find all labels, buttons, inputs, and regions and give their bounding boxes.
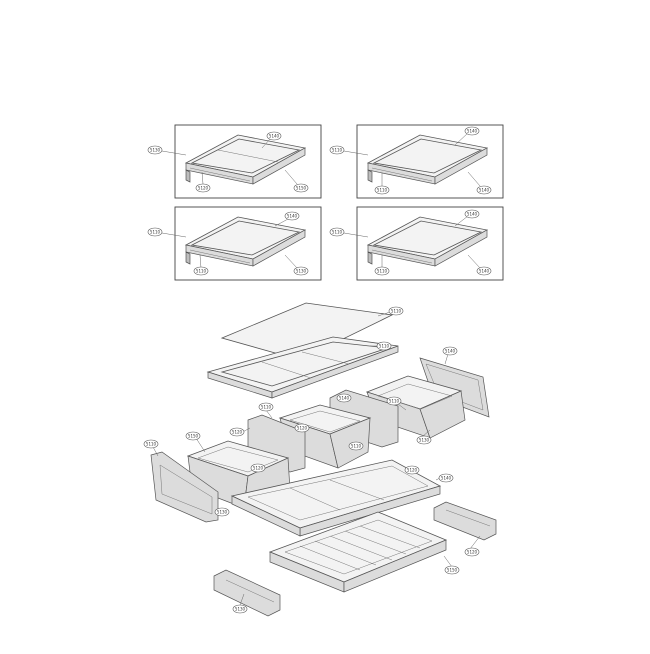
callout-bubble: 5140: [284, 211, 300, 221]
callout-bubble: 5110: [258, 402, 274, 412]
callout-label: 5110: [332, 230, 343, 235]
callout-bubble: 5150: [444, 565, 460, 575]
callout-bubble: 5130: [416, 435, 432, 445]
assembly-box-3: [174, 206, 322, 281]
callout-label: 5150: [296, 186, 307, 191]
callout-label: 5140: [479, 188, 490, 193]
leader-lines: [152, 132, 481, 606]
shelf-frame: [206, 336, 399, 399]
callout-bubble: 5150: [185, 431, 201, 441]
callout-label: 5120: [253, 466, 264, 471]
callout-label: 5110: [150, 230, 161, 235]
glass-panel: [220, 302, 394, 361]
callout-label: 5130: [296, 269, 307, 274]
callout-bubble: 5110: [376, 341, 392, 351]
callout-bubble: 5120: [229, 427, 245, 437]
shelf-assembly-1: [184, 134, 307, 185]
callout-label: 5140: [467, 212, 478, 217]
callout-bubble: 5110: [386, 396, 402, 406]
bottom-tray: [268, 511, 448, 593]
shelf-assembly-2: [366, 134, 489, 185]
callout-label: 5110: [332, 148, 343, 153]
callout-label: 5120: [232, 430, 243, 435]
callout-label: 5150: [447, 568, 458, 573]
callout-bubble: 5140: [476, 185, 492, 195]
shelf-assembly-4: [366, 216, 489, 267]
callout-bubble: 5120: [250, 463, 266, 473]
callout-label: 5110: [379, 344, 390, 349]
callout-bubble: 5110: [329, 227, 345, 237]
callout-label: 5110: [196, 269, 207, 274]
callout-bubble: 5130: [214, 507, 230, 517]
callout-bubble: 5120: [294, 423, 310, 433]
callout-label: 5110: [377, 269, 388, 274]
callout-bubble: 5140: [336, 393, 352, 403]
assembly-box-2: [356, 124, 504, 199]
callout-label: 5130: [150, 148, 161, 153]
callout-bubble: 5140: [464, 126, 480, 136]
callout-label: 5130: [217, 510, 228, 515]
assembly-box-4: [356, 206, 504, 281]
callout-bubble: 5110: [374, 266, 390, 276]
callout-label: 5130: [235, 607, 246, 612]
callout-bubble: 5130: [293, 266, 309, 276]
rail-right: [433, 501, 497, 541]
crisper-frame: [230, 459, 442, 537]
callout-label: 5140: [269, 134, 280, 139]
assembly-box-1: [174, 124, 322, 199]
callout-bubble: 5110: [147, 227, 163, 237]
callout-label: 5140: [441, 476, 452, 481]
callouts: 5130 5140 5120 5150 5110 5140 5110 5140: [143, 126, 492, 614]
callout-label: 5120: [297, 426, 308, 431]
callout-label: 5120: [467, 550, 478, 555]
callout-bubble: 5150: [293, 183, 309, 193]
callout-label: 5140: [445, 349, 456, 354]
callout-bubble: 5110: [143, 439, 159, 449]
callout-bubble: 5140: [438, 473, 454, 483]
callout-label: 5140: [287, 214, 298, 219]
callout-label: 5110: [391, 309, 402, 314]
callout-label: 5120: [198, 186, 209, 191]
callout-label: 5120: [407, 468, 418, 473]
callout-bubble: 5120: [195, 183, 211, 193]
callout-label: 5140: [479, 269, 490, 274]
callout-bubble: 5110: [374, 185, 390, 195]
callout-bubble: 5130: [232, 604, 248, 614]
callout-label: 5140: [339, 396, 350, 401]
callout-label: 5110: [389, 399, 400, 404]
callout-bubble: 5120: [464, 547, 480, 557]
shelf-assembly-3: [184, 216, 307, 267]
callout-bubble: 5110: [329, 145, 345, 155]
callout-bubble: 5110: [388, 306, 404, 316]
callout-bubble: 5110: [193, 266, 209, 276]
callout-label: 5110: [377, 188, 388, 193]
callout-label: 5110: [261, 405, 272, 410]
rail-left: [213, 569, 281, 617]
callout-label: 5140: [467, 129, 478, 134]
callout-bubble: 5140: [442, 346, 458, 356]
callout-label: 5150: [188, 434, 199, 439]
callout-label: 5130: [419, 438, 430, 443]
callout-label: 5110: [146, 442, 157, 447]
callout-bubble: 5140: [476, 266, 492, 276]
callout-bubble: 5130: [147, 145, 163, 155]
callout-bubble: 5140: [464, 209, 480, 219]
callout-bubble: 5120: [404, 465, 420, 475]
callout-label: 5110: [351, 444, 362, 449]
callout-bubble: 5110: [348, 441, 364, 451]
callout-bubble: 5140: [266, 131, 282, 141]
